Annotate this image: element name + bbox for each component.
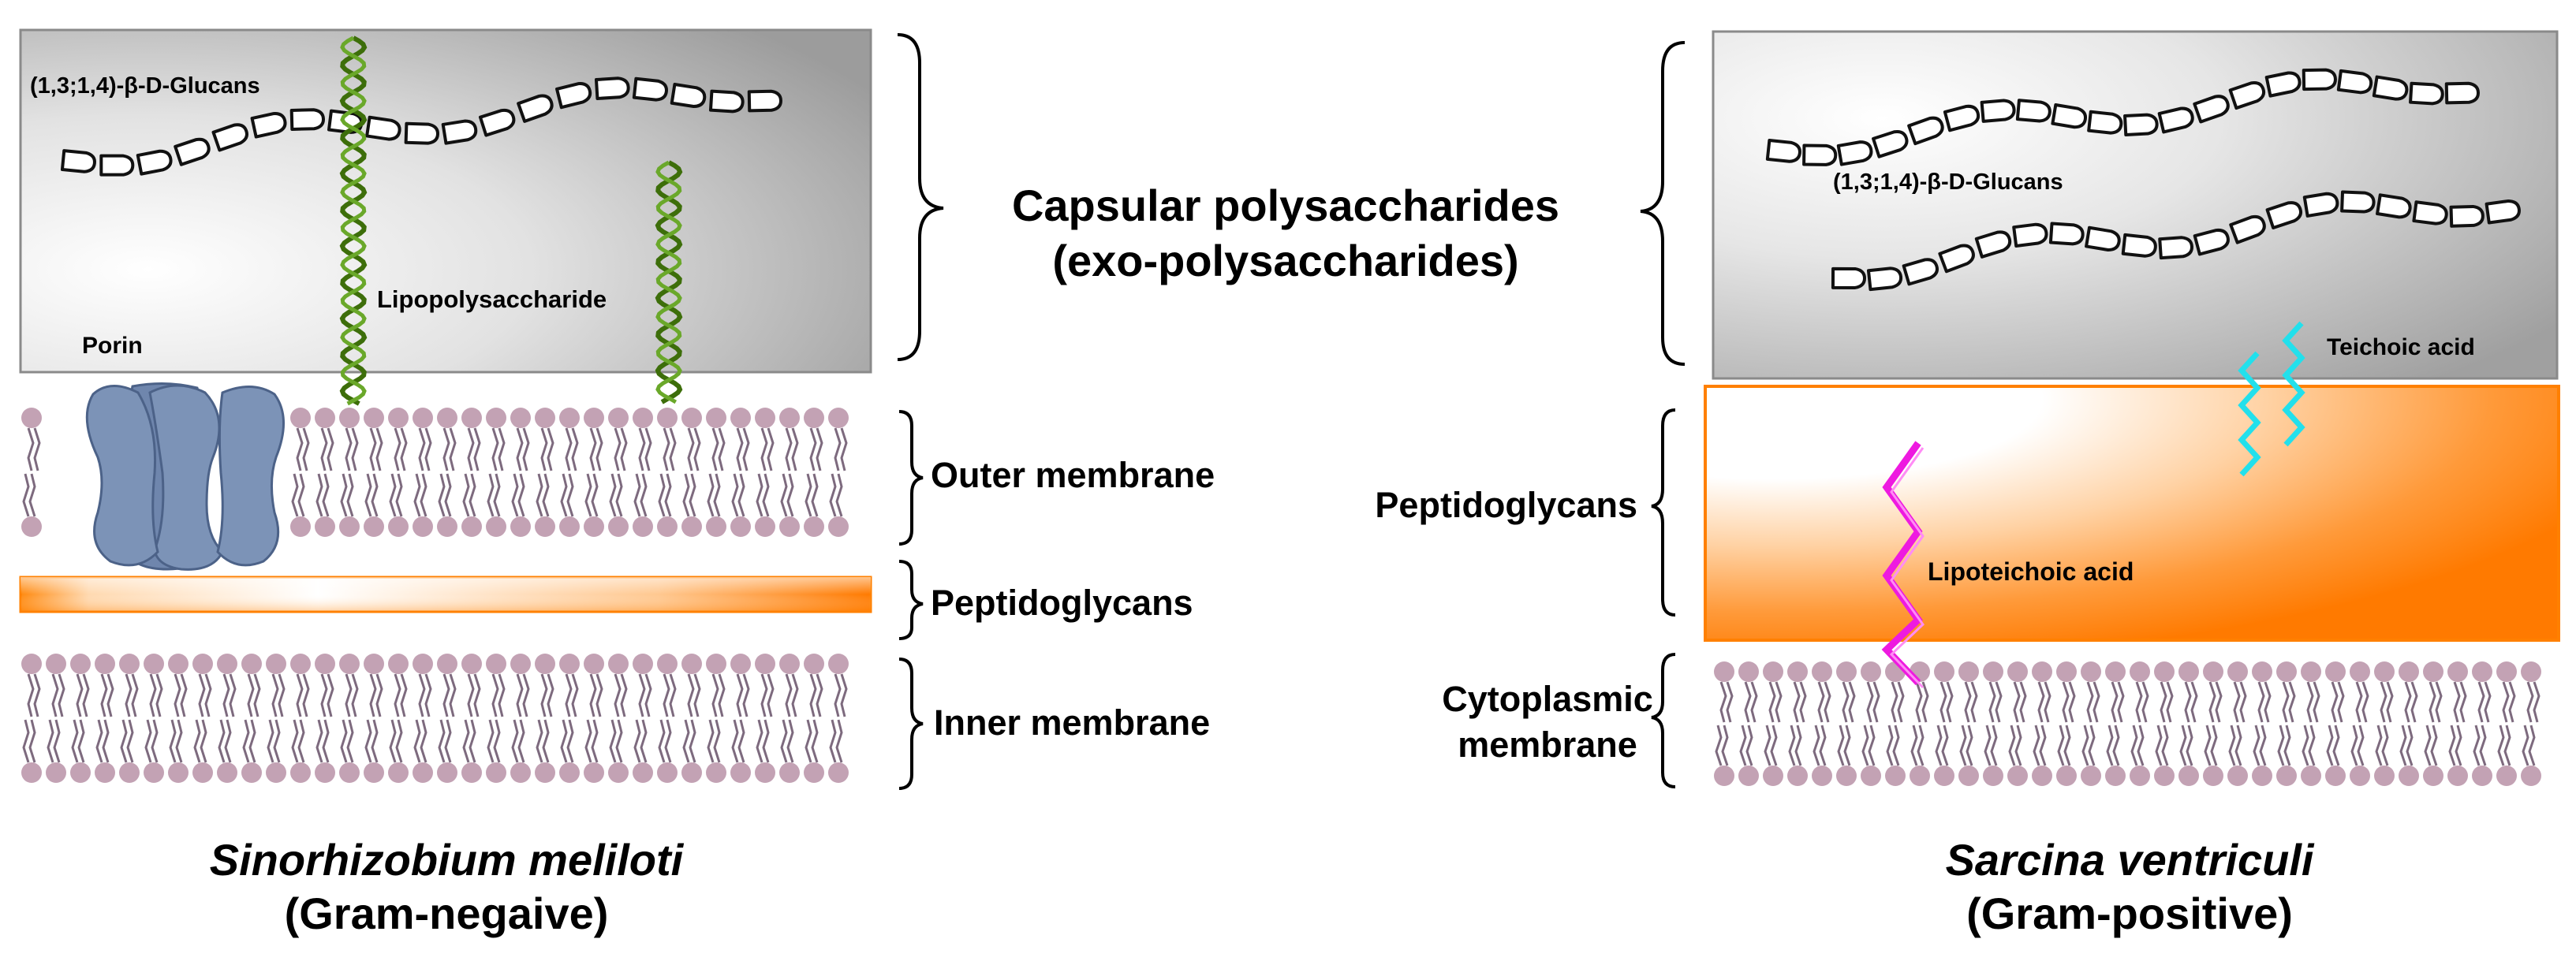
- teichoic-acid-strands: [2238, 321, 2305, 477]
- capsular-label-line1: Capsular polysaccharides: [1012, 181, 1559, 230]
- capsule-region-left: [19, 28, 872, 374]
- cytoplasmic-label-line2: membrane: [1458, 725, 1637, 765]
- lipopolysaccharide-strand: [339, 35, 683, 406]
- lipoteichoic-acid-label: Lipoteichoic acid: [1928, 557, 2134, 586]
- cytoplasmic-membrane-bilayer: [1714, 661, 2541, 786]
- brace-peptidoglycans-right: [1651, 408, 1676, 617]
- peptidoglycan-layer-right: [1704, 385, 2560, 642]
- brace-capsular: [897, 33, 944, 361]
- outer-membrane-label: Outer membrane: [931, 455, 1215, 495]
- left-gram-type: (Gram-negaive): [285, 889, 609, 938]
- right-gram-type: (Gram-positive): [1966, 889, 2293, 938]
- teichoic-acid-label: Teichoic acid: [2327, 334, 2475, 360]
- glucans-label-right: (1,3;1,4)-β-D-Glucans: [1833, 170, 2063, 195]
- peptidoglycans-label-left: Peptidoglycans: [931, 583, 1193, 623]
- outer-membrane-bilayer: [21, 408, 849, 537]
- lipopolysaccharide-label: Lipopolysaccharide: [377, 285, 607, 313]
- right-species-name: Sarcina ventriculi: [1946, 835, 2315, 885]
- brace-peptidoglycans-left: [898, 560, 924, 640]
- brace-inner-membrane: [898, 658, 924, 790]
- porin-protein: [85, 382, 285, 571]
- lipoteichoic-acid-strand: [1881, 441, 1925, 689]
- brace-outer-membrane: [898, 410, 924, 546]
- glucans-label-left: (1,3;1,4)-β-D-Glucans: [30, 73, 260, 99]
- inner-membrane-label: Inner membrane: [934, 702, 1210, 743]
- inner-membrane-bilayer: [21, 654, 849, 783]
- cytoplasmic-label-line1: Cytoplasmic: [1442, 679, 1653, 719]
- left-species-name: Sinorhizobium meliloti: [210, 835, 685, 885]
- brace-cytoplasmic: [1651, 653, 1676, 788]
- capsular-label-line2: (exo-polysaccharides): [1052, 236, 1518, 285]
- peptidoglycans-label-right: Peptidoglycans: [1375, 485, 1637, 525]
- brace-capsular-right: [1640, 41, 1686, 366]
- porin-label: Porin: [82, 333, 143, 359]
